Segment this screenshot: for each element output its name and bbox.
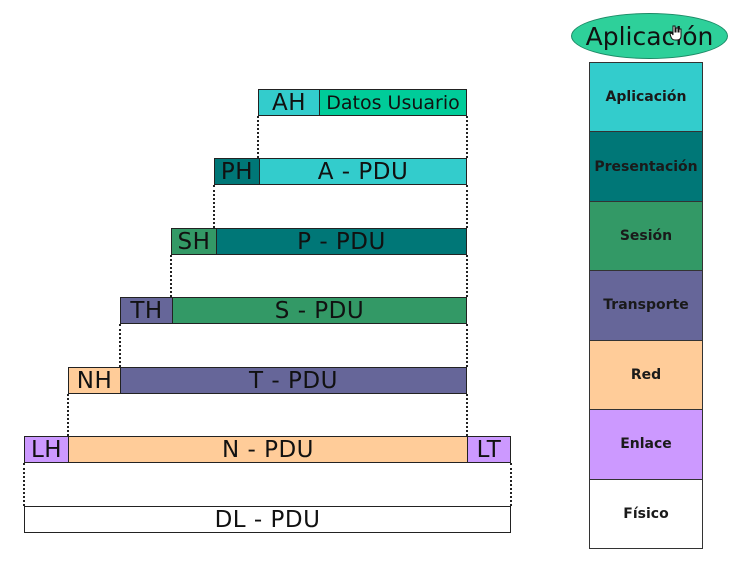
header-th: TH — [120, 297, 173, 324]
trailer-lt: LT — [467, 436, 511, 463]
payload-p-pdu: P - PDU — [216, 228, 467, 255]
connector-line — [466, 324, 468, 367]
layer-fisico: Físico — [590, 479, 702, 548]
hand-cursor-icon — [669, 25, 682, 41]
layer-sesion: Sesión — [590, 201, 702, 272]
application-badge: Aplicación — [571, 13, 728, 59]
osi-layer-stack: Aplicación Presentación Sesión Transport… — [589, 62, 703, 549]
connector-line — [119, 324, 121, 367]
connector-line — [67, 394, 69, 436]
header-nh: NH — [68, 367, 121, 394]
connector-line — [23, 463, 25, 506]
payload-n-pdu: N - PDU — [68, 436, 468, 463]
layer-enlace: Enlace — [590, 410, 702, 480]
connector-line — [466, 185, 468, 228]
connector-line — [170, 255, 172, 297]
header-lh: LH — [24, 436, 69, 463]
header-ph: PH — [214, 158, 260, 185]
payload-a-pdu: A - PDU — [259, 158, 467, 185]
layer-aplicacion: Aplicación — [590, 63, 702, 133]
layer-red: Red — [590, 340, 702, 411]
header-sh: SH — [171, 228, 217, 255]
layer-transporte: Transporte — [590, 271, 702, 341]
connector-line — [213, 185, 215, 228]
payload-datos-usuario: Datos Usuario — [319, 89, 467, 116]
payload-dl-pdu: DL - PDU — [24, 506, 511, 533]
payload-t-pdu: T - PDU — [120, 367, 467, 394]
header-ah: AH — [258, 89, 320, 116]
connector-line — [466, 394, 468, 436]
layer-presentacion: Presentación — [590, 132, 702, 202]
connector-line — [510, 463, 512, 506]
connector-line — [466, 116, 468, 158]
payload-s-pdu: S - PDU — [172, 297, 467, 324]
connector-line — [466, 255, 468, 297]
connector-line — [257, 116, 259, 158]
